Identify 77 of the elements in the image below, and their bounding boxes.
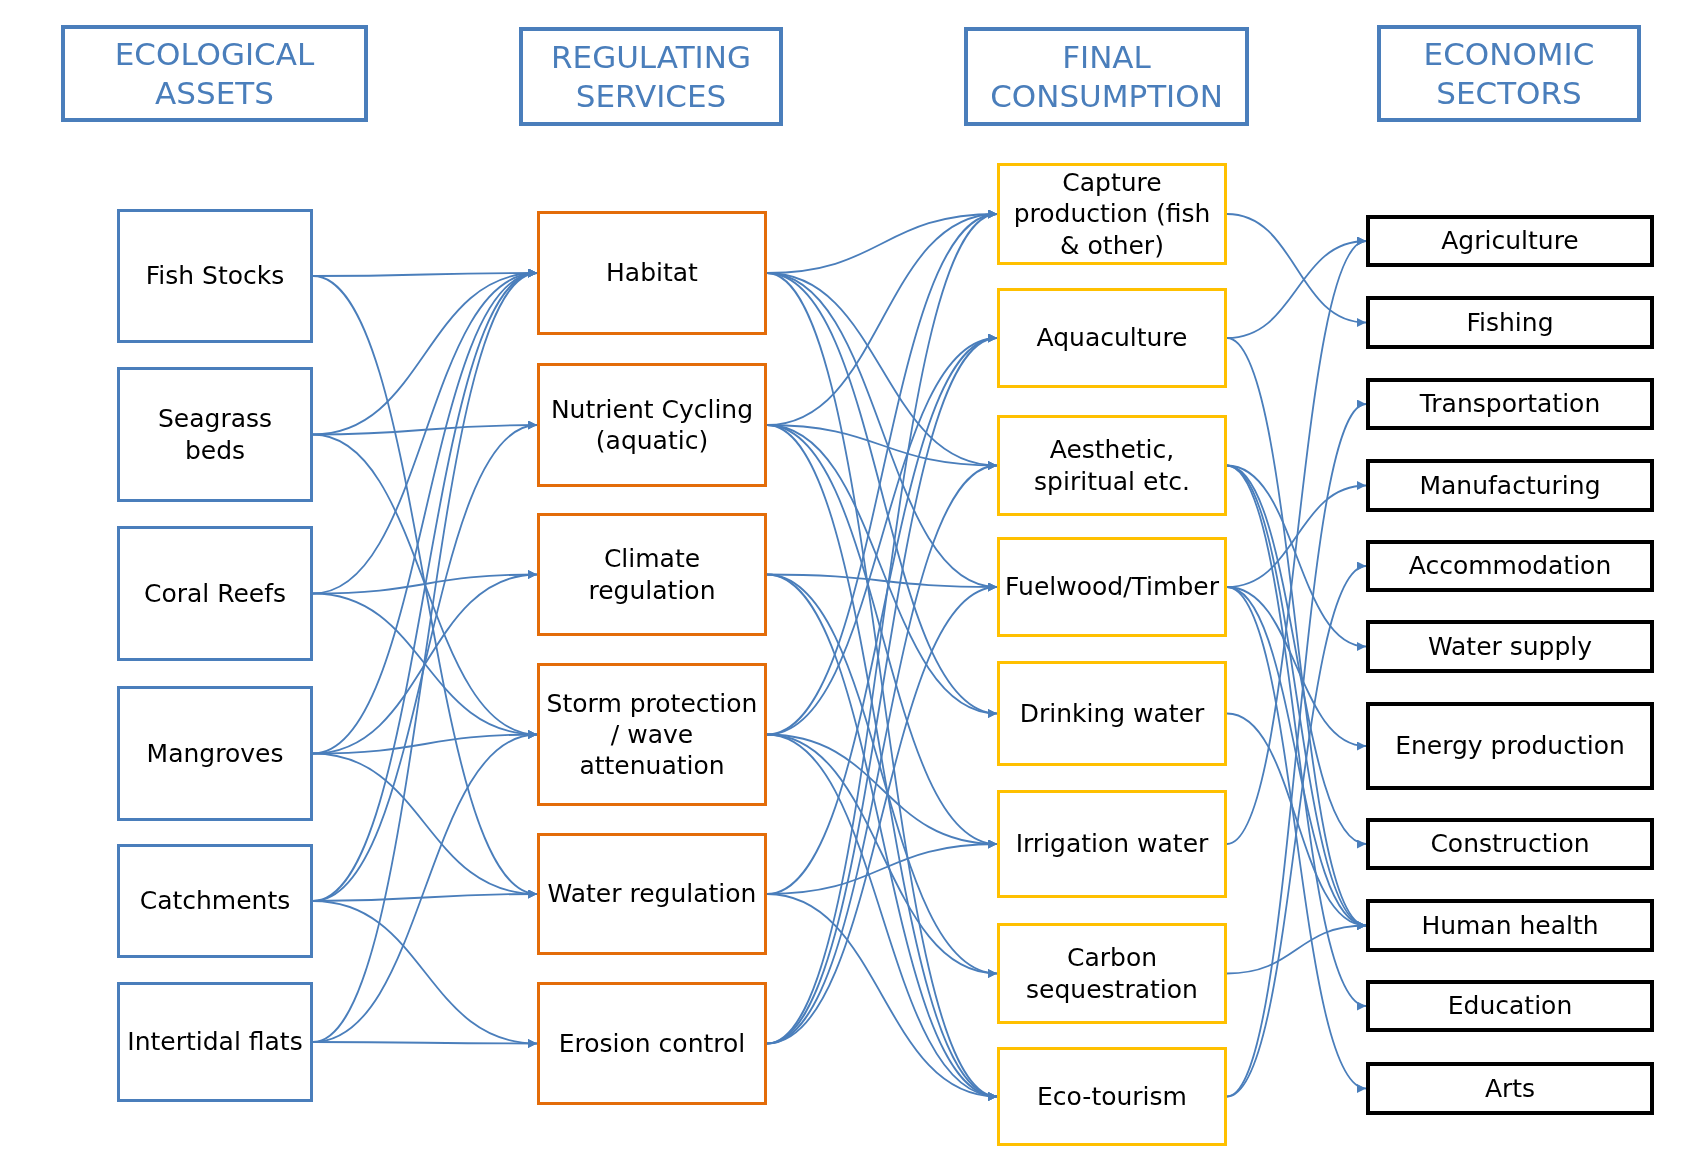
consumption-box <box>997 537 1227 637</box>
node-label: Transportation <box>1419 388 1601 420</box>
consumption-box <box>997 163 1227 265</box>
asset-box <box>117 844 313 958</box>
node-label: Nutrient Cycling (aquatic) <box>549 393 755 457</box>
node-label: Energy production <box>1395 730 1625 762</box>
node-label: Drinking water <box>1019 697 1205 730</box>
sector-box <box>1366 296 1654 349</box>
node-label: Carbon sequestration <box>1025 942 1199 1005</box>
node-label: Coral Reefs <box>143 577 287 610</box>
consumption-box <box>997 288 1227 388</box>
service-box <box>537 663 767 806</box>
node-label: Seagrass beds <box>156 403 274 466</box>
service-box <box>537 513 767 636</box>
node-label: Human health <box>1421 909 1599 942</box>
node-label: Manufacturing <box>1419 469 1601 502</box>
node-label: Arts <box>1484 1072 1536 1105</box>
arrow <box>1226 240 1367 845</box>
arrow <box>766 893 998 1100</box>
sector-box <box>1366 540 1654 592</box>
sector-box <box>1366 620 1654 673</box>
node-label: Mangroves <box>146 737 284 770</box>
consumption-box <box>997 1047 1227 1146</box>
asset-box <box>117 686 313 821</box>
consumption-box <box>997 661 1227 766</box>
node-label: Catchments <box>139 885 291 917</box>
node-label: Construction <box>1430 828 1590 860</box>
column-heading-box <box>61 25 368 122</box>
asset-box <box>117 982 313 1102</box>
node-label: Aesthetic, spiritual etc. <box>1033 434 1191 497</box>
column-heading-box <box>1377 25 1641 122</box>
node-label: Fish Stocks <box>145 260 285 292</box>
arrow <box>312 433 538 737</box>
service-box <box>537 211 767 335</box>
node-label: Erosion control <box>558 1027 746 1060</box>
asset-box <box>117 367 313 502</box>
column-heading: ECONOMIC SECTORS <box>1422 34 1596 113</box>
asset-box <box>117 526 313 661</box>
sector-box <box>1366 459 1654 512</box>
asset-box <box>117 209 313 343</box>
node-label: Education <box>1447 990 1573 1022</box>
sector-box <box>1366 378 1654 430</box>
sector-box <box>1366 980 1654 1032</box>
column-heading: FINAL CONSUMPTION <box>989 37 1224 116</box>
node-label: Habitat <box>606 257 698 289</box>
arrow <box>312 571 538 755</box>
consumption-box <box>997 923 1227 1024</box>
consumption-box <box>997 790 1227 898</box>
sector-box <box>1366 215 1654 267</box>
column-heading: REGULATING SERVICES <box>550 37 752 116</box>
sector-box <box>1366 1062 1654 1115</box>
arrow <box>1226 213 1367 326</box>
arrow <box>1226 921 1367 975</box>
node-label: Aquaculture <box>1036 322 1188 354</box>
arrow <box>312 1039 538 1048</box>
service-box <box>537 833 767 955</box>
service-box <box>537 363 767 487</box>
node-label: Irrigation water <box>1015 828 1209 860</box>
node-label: Eco-tourism <box>1037 1080 1187 1113</box>
node-label: Accommodation <box>1408 550 1612 582</box>
node-label: Intertidal flats <box>127 1026 303 1058</box>
consumption-box <box>997 415 1227 516</box>
column-heading: ECOLOGICAL ASSETS <box>113 34 316 113</box>
service-box <box>537 982 767 1105</box>
column-heading-box <box>964 27 1249 126</box>
node-label: Fuelwood/Timber <box>1005 571 1219 603</box>
node-label: Water regulation <box>547 878 757 910</box>
node-label: Fishing <box>1466 306 1554 339</box>
sector-box <box>1366 899 1654 952</box>
sector-box <box>1366 702 1654 790</box>
column-heading-box <box>519 27 783 126</box>
node-label: Climate regulation <box>587 543 717 606</box>
node-label: Agriculture <box>1441 225 1579 257</box>
sector-box <box>1366 818 1654 870</box>
node-label: Storm protection / wave attenuation <box>546 687 758 782</box>
node-label: Water supply <box>1427 630 1593 663</box>
node-label: Capture production (fish & other) <box>1012 167 1212 261</box>
